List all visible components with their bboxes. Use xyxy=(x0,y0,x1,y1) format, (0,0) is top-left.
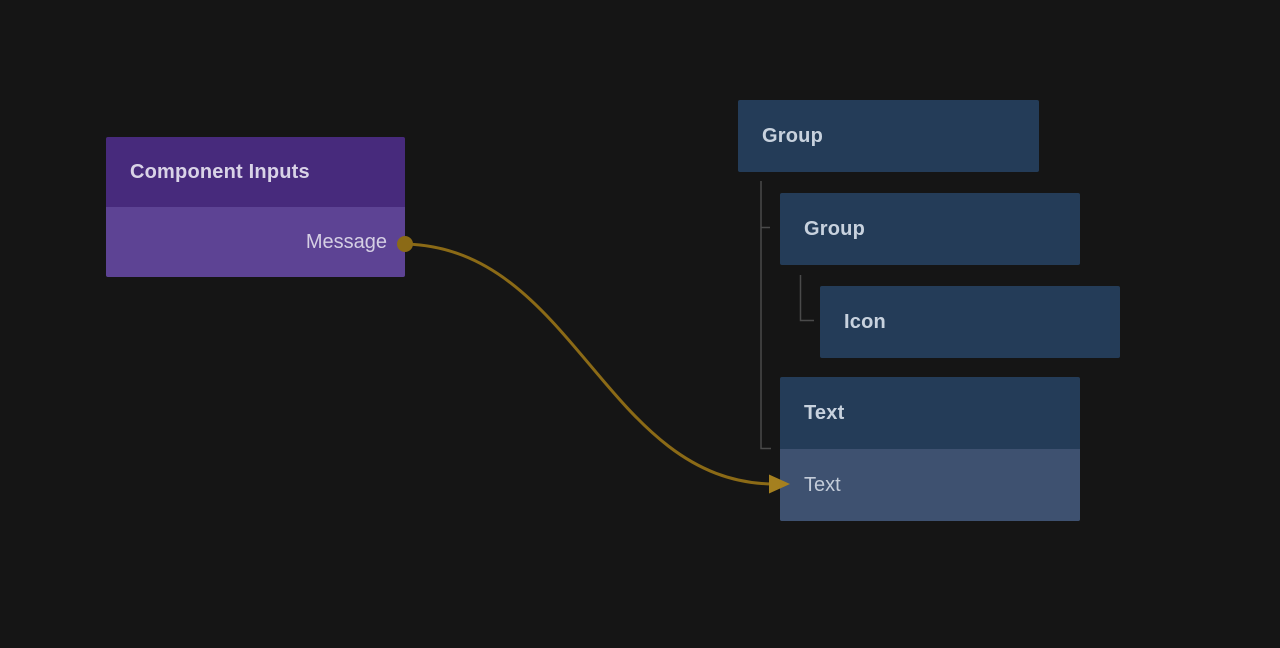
output-port-icon[interactable] xyxy=(397,236,413,252)
layer-node-group-2[interactable]: Group xyxy=(780,193,1080,265)
component-inputs-header[interactable]: Component Inputs xyxy=(106,137,405,207)
component-inputs-node[interactable]: Component Inputs Message xyxy=(106,137,405,277)
output-row-message-label: Message xyxy=(305,230,387,253)
tree-guide-level-1 xyxy=(760,181,771,450)
layer-node-group-2-label: Group xyxy=(804,217,865,240)
connection-arrowhead-icon[interactable] xyxy=(769,474,790,494)
component-inputs-title: Component Inputs xyxy=(130,160,310,183)
layer-node-group-1-label: Group xyxy=(762,124,823,147)
tree-guide-level-2 xyxy=(799,275,814,322)
layer-node-text-header[interactable]: Text xyxy=(780,377,1080,449)
layer-node-text-label: Text xyxy=(804,401,845,424)
connection-wire[interactable] xyxy=(403,242,775,486)
layer-node-group-1[interactable]: Group xyxy=(738,100,1039,172)
layer-node-text-row-label: Text xyxy=(804,473,841,496)
output-row-message[interactable]: Message xyxy=(106,207,405,277)
layer-node-text[interactable]: Text Text xyxy=(780,377,1080,521)
layer-node-icon[interactable]: Icon xyxy=(820,286,1120,358)
layer-node-icon-label: Icon xyxy=(844,310,886,333)
layer-node-text-highlighted-row[interactable]: Text xyxy=(780,449,1080,521)
